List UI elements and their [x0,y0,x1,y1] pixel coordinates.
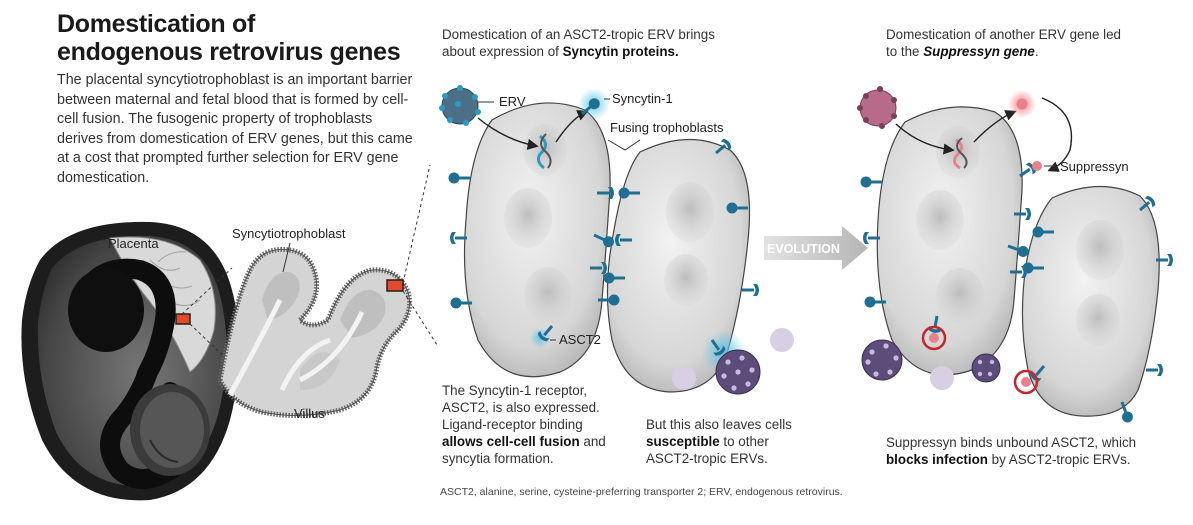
evolution-label: EVOLUTION [767,242,840,256]
right-heading: Domestication of another ERV gene led to… [886,26,1126,60]
syncytin-label: Syncytin-1 [612,91,673,106]
villus-sample-box [386,279,404,292]
placenta-sample-box [175,313,191,325]
evolution-arrow: EVOLUTION [764,226,868,270]
caption-fusion-end: and syncytia formation. [442,434,606,466]
middle-cells [439,85,794,395]
right-cells [857,86,1175,426]
caption-fusion-text: The Syncytin-1 receptor, ASCT2, is also … [442,383,600,432]
erv-label: ERV [499,94,526,109]
caption-suppressyn-end: by ASCT2-tropic ERVs. [987,452,1131,467]
blocked-virus-small [971,353,1001,383]
footnote: ASCT2, alanine, serine, cysteine-preferr… [440,486,843,498]
uterus-illustration [21,221,241,501]
caption-fusion: The Syncytin-1 receptor, ASCT2, is also … [442,382,612,467]
right-heading-bold: Suppressyn gene [923,44,1035,59]
middle-heading-text: Domestication of an ASCT2-tropic ERV bri… [442,27,715,59]
caption-suppressyn-bold: blocks infection [886,452,988,467]
placenta-label: Placenta [108,236,159,251]
villus-label: Villus [294,406,325,421]
right-heading-text: Domestication of another ERV gene led to… [886,27,1121,59]
title-line-2: endogenous retrovirus genes [57,38,401,66]
intro-paragraph: The placental syncytiotrophoblast is an … [57,72,413,186]
right-heading-end: . [1034,44,1039,59]
fetus-body [68,268,144,352]
caption-suppressyn: Suppressyn binds unbound ASCT2, which bl… [886,434,1156,468]
caption-fusion-bold: allows cell-cell fusion [442,434,580,449]
villus-illustration [217,164,438,419]
fusing-trophoblasts-label: Fusing trophoblasts [610,120,724,135]
syncytiotrophoblast-label: Syncytiotrophoblast [232,226,346,241]
suppressyn-label: Suppressyn [1060,159,1129,174]
caption-susceptible: But this also leaves cells susceptible t… [646,416,816,467]
caption-susceptible-bold: susceptible [646,434,720,449]
caption-susceptible-end: to other ASCT2-tropic ERVs. [646,434,769,466]
middle-heading: Domestication of an ASCT2-tropic ERV bri… [442,26,742,60]
title-line-1: Domestication of [57,10,255,38]
caption-susceptible-text: But this also leaves cells [646,417,792,432]
middle-heading-bold: Syncytin proteins. [562,44,679,59]
asct2-label: ASCT2 [559,332,601,347]
figure-title: Domestication of endogenous retrovirus g… [57,10,417,66]
caption-suppressyn-text: Suppressyn binds unbound ASCT2, which [886,435,1137,450]
